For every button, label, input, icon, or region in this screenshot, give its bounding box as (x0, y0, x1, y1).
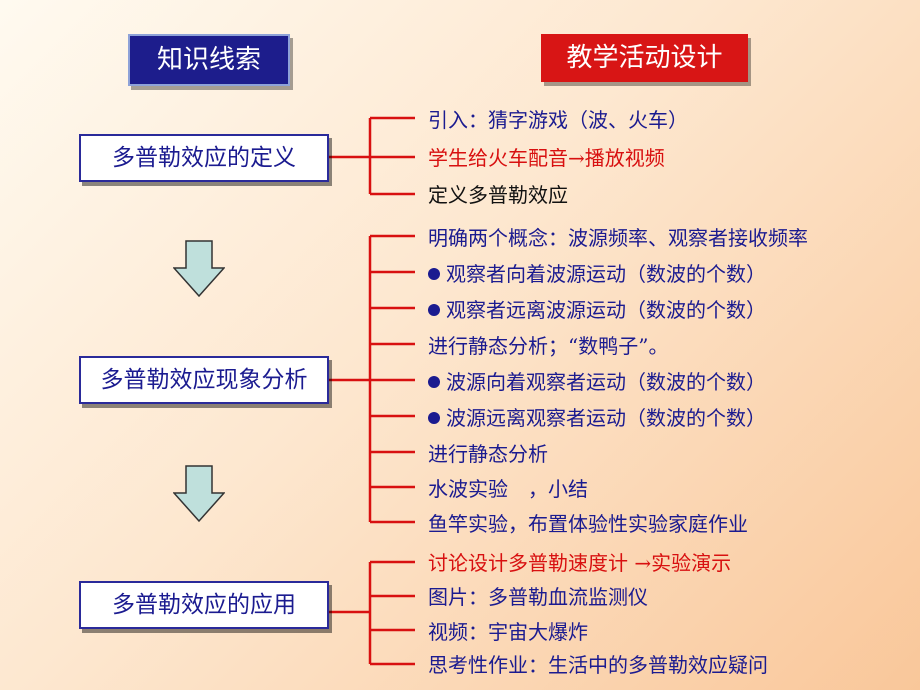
activity-item: 明确两个概念：波源频率、观察者接收频率 (428, 226, 808, 250)
down-arrow-icon (173, 465, 225, 523)
down-arrow-icon (173, 240, 225, 298)
bullet-dot-icon (428, 412, 440, 424)
activity-item-bullet: 观察者远离波源运动（数波的个数） (428, 296, 766, 324)
activity-item: 引入：猜字游戏（波、火车） (428, 108, 688, 132)
activity-item: 讨论设计多普勒速度计 →实验演示 (428, 551, 732, 575)
activity-item-label: 观察者远离波源运动（数波的个数） (446, 298, 766, 322)
activity-item-bullet: 观察者向着波源运动（数波的个数） (428, 260, 766, 288)
activity-item: 思考性作业：生活中的多普勒效应疑问 (428, 653, 768, 677)
activity-item: 水波实验 ，小结 (428, 477, 588, 501)
activity-item-label: 波源向着观察者运动（数波的个数） (446, 370, 766, 394)
activity-item: 鱼竿实验，布置体验性实验家庭作业 (428, 512, 748, 536)
activity-item: 进行静态分析；“数鸭子”。 (428, 334, 669, 358)
activity-item-bullet: 波源向着观察者运动（数波的个数） (428, 368, 766, 396)
bullet-dot-icon (428, 376, 440, 388)
knowledge-box-phenomenon-analysis: 多普勒效应现象分析 (79, 356, 329, 404)
knowledge-box-definition: 多普勒效应的定义 (79, 134, 329, 182)
activity-item: 学生给火车配音→播放视频 (428, 146, 665, 170)
activity-item: 进行静态分析 (428, 442, 548, 466)
header-knowledge-clues: 知识线索 (128, 34, 290, 86)
bullet-dot-icon (428, 304, 440, 316)
activity-item: 定义多普勒效应 (428, 183, 568, 207)
activity-item-label: 观察者向着波源运动（数波的个数） (446, 262, 766, 286)
activity-item: 图片：多普勒血流监测仪 (428, 585, 648, 609)
header-teaching-activities: 教学活动设计 (541, 34, 748, 82)
knowledge-box-application: 多普勒效应的应用 (79, 581, 329, 629)
activity-item: 视频：宇宙大爆炸 (428, 620, 588, 644)
activity-item-bullet: 波源远离观察者运动（数波的个数） (428, 404, 766, 432)
activity-item-label: 波源远离观察者运动（数波的个数） (446, 406, 766, 430)
bullet-dot-icon (428, 268, 440, 280)
